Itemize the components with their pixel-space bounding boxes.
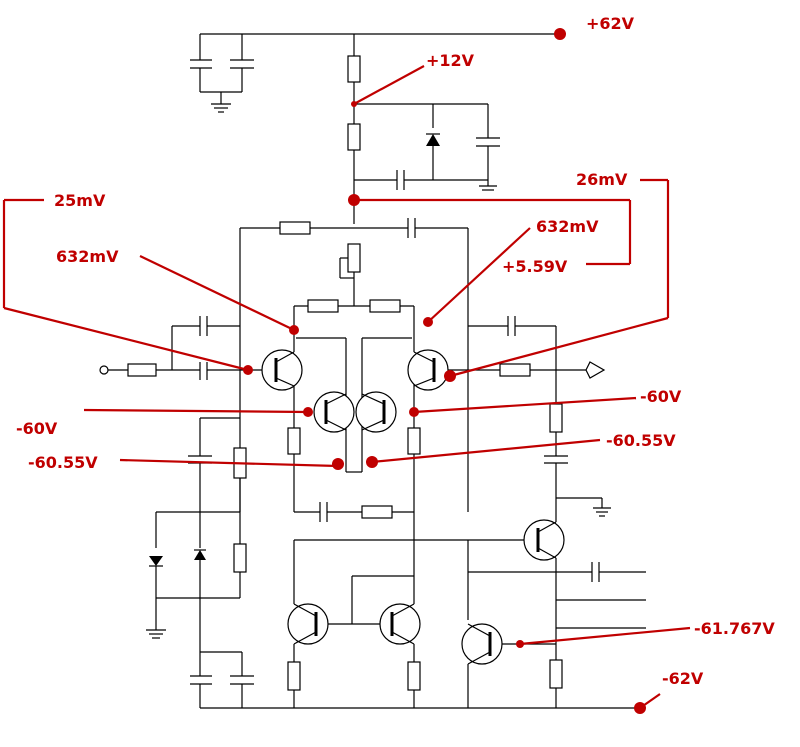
label-m6055-right: -60.55V (606, 431, 676, 450)
node-m61767 (516, 640, 524, 648)
label-26mv: 26mV (576, 170, 628, 189)
node-m6055-left (332, 458, 344, 470)
label-25mv: 25mV (54, 191, 106, 210)
label-plus12: +12V (426, 51, 475, 70)
label-plus559: +5.59V (502, 257, 568, 276)
node-m62 (634, 702, 646, 714)
label-m62: -62V (662, 669, 704, 688)
label-632mv-right: 632mV (536, 217, 599, 236)
node-632mv-right (423, 317, 433, 327)
label-m60-right: -60V (640, 387, 682, 406)
transistor-q5 (523, 519, 565, 561)
node-plus62 (554, 28, 566, 40)
label-m61767: -61.767V (694, 619, 775, 638)
node-m60-left (303, 407, 313, 417)
node-m60-right (409, 407, 419, 417)
transistor-q4 (355, 391, 397, 433)
transistor-q1 (261, 349, 303, 391)
input-terminal (99, 365, 109, 375)
annotation-dots (243, 28, 646, 714)
node-25mv (243, 365, 253, 375)
label-m6055-left: -60.55V (28, 453, 98, 472)
node-26mv (444, 370, 456, 382)
label-m60-left: -60V (16, 419, 58, 438)
label-plus62: +62V (586, 14, 635, 33)
node-plus12 (351, 101, 357, 107)
transistor-q2 (407, 349, 449, 391)
annotation-labels: +62V +12V 26mV 25mV 632mV 632mV +5.59V -… (16, 14, 775, 688)
node-plus559 (348, 194, 360, 206)
annotation-leaders (2, 65, 691, 709)
transistor-q3 (313, 391, 355, 433)
node-632mv-left (289, 325, 299, 335)
transistor-q8 (461, 623, 503, 665)
node-m6055-right (366, 456, 378, 468)
circuit-wiring (108, 33, 646, 709)
transistor-q6 (287, 603, 329, 645)
transistors (261, 349, 565, 665)
transistor-q7 (379, 603, 421, 645)
label-632mv-left: 632mV (56, 247, 119, 266)
